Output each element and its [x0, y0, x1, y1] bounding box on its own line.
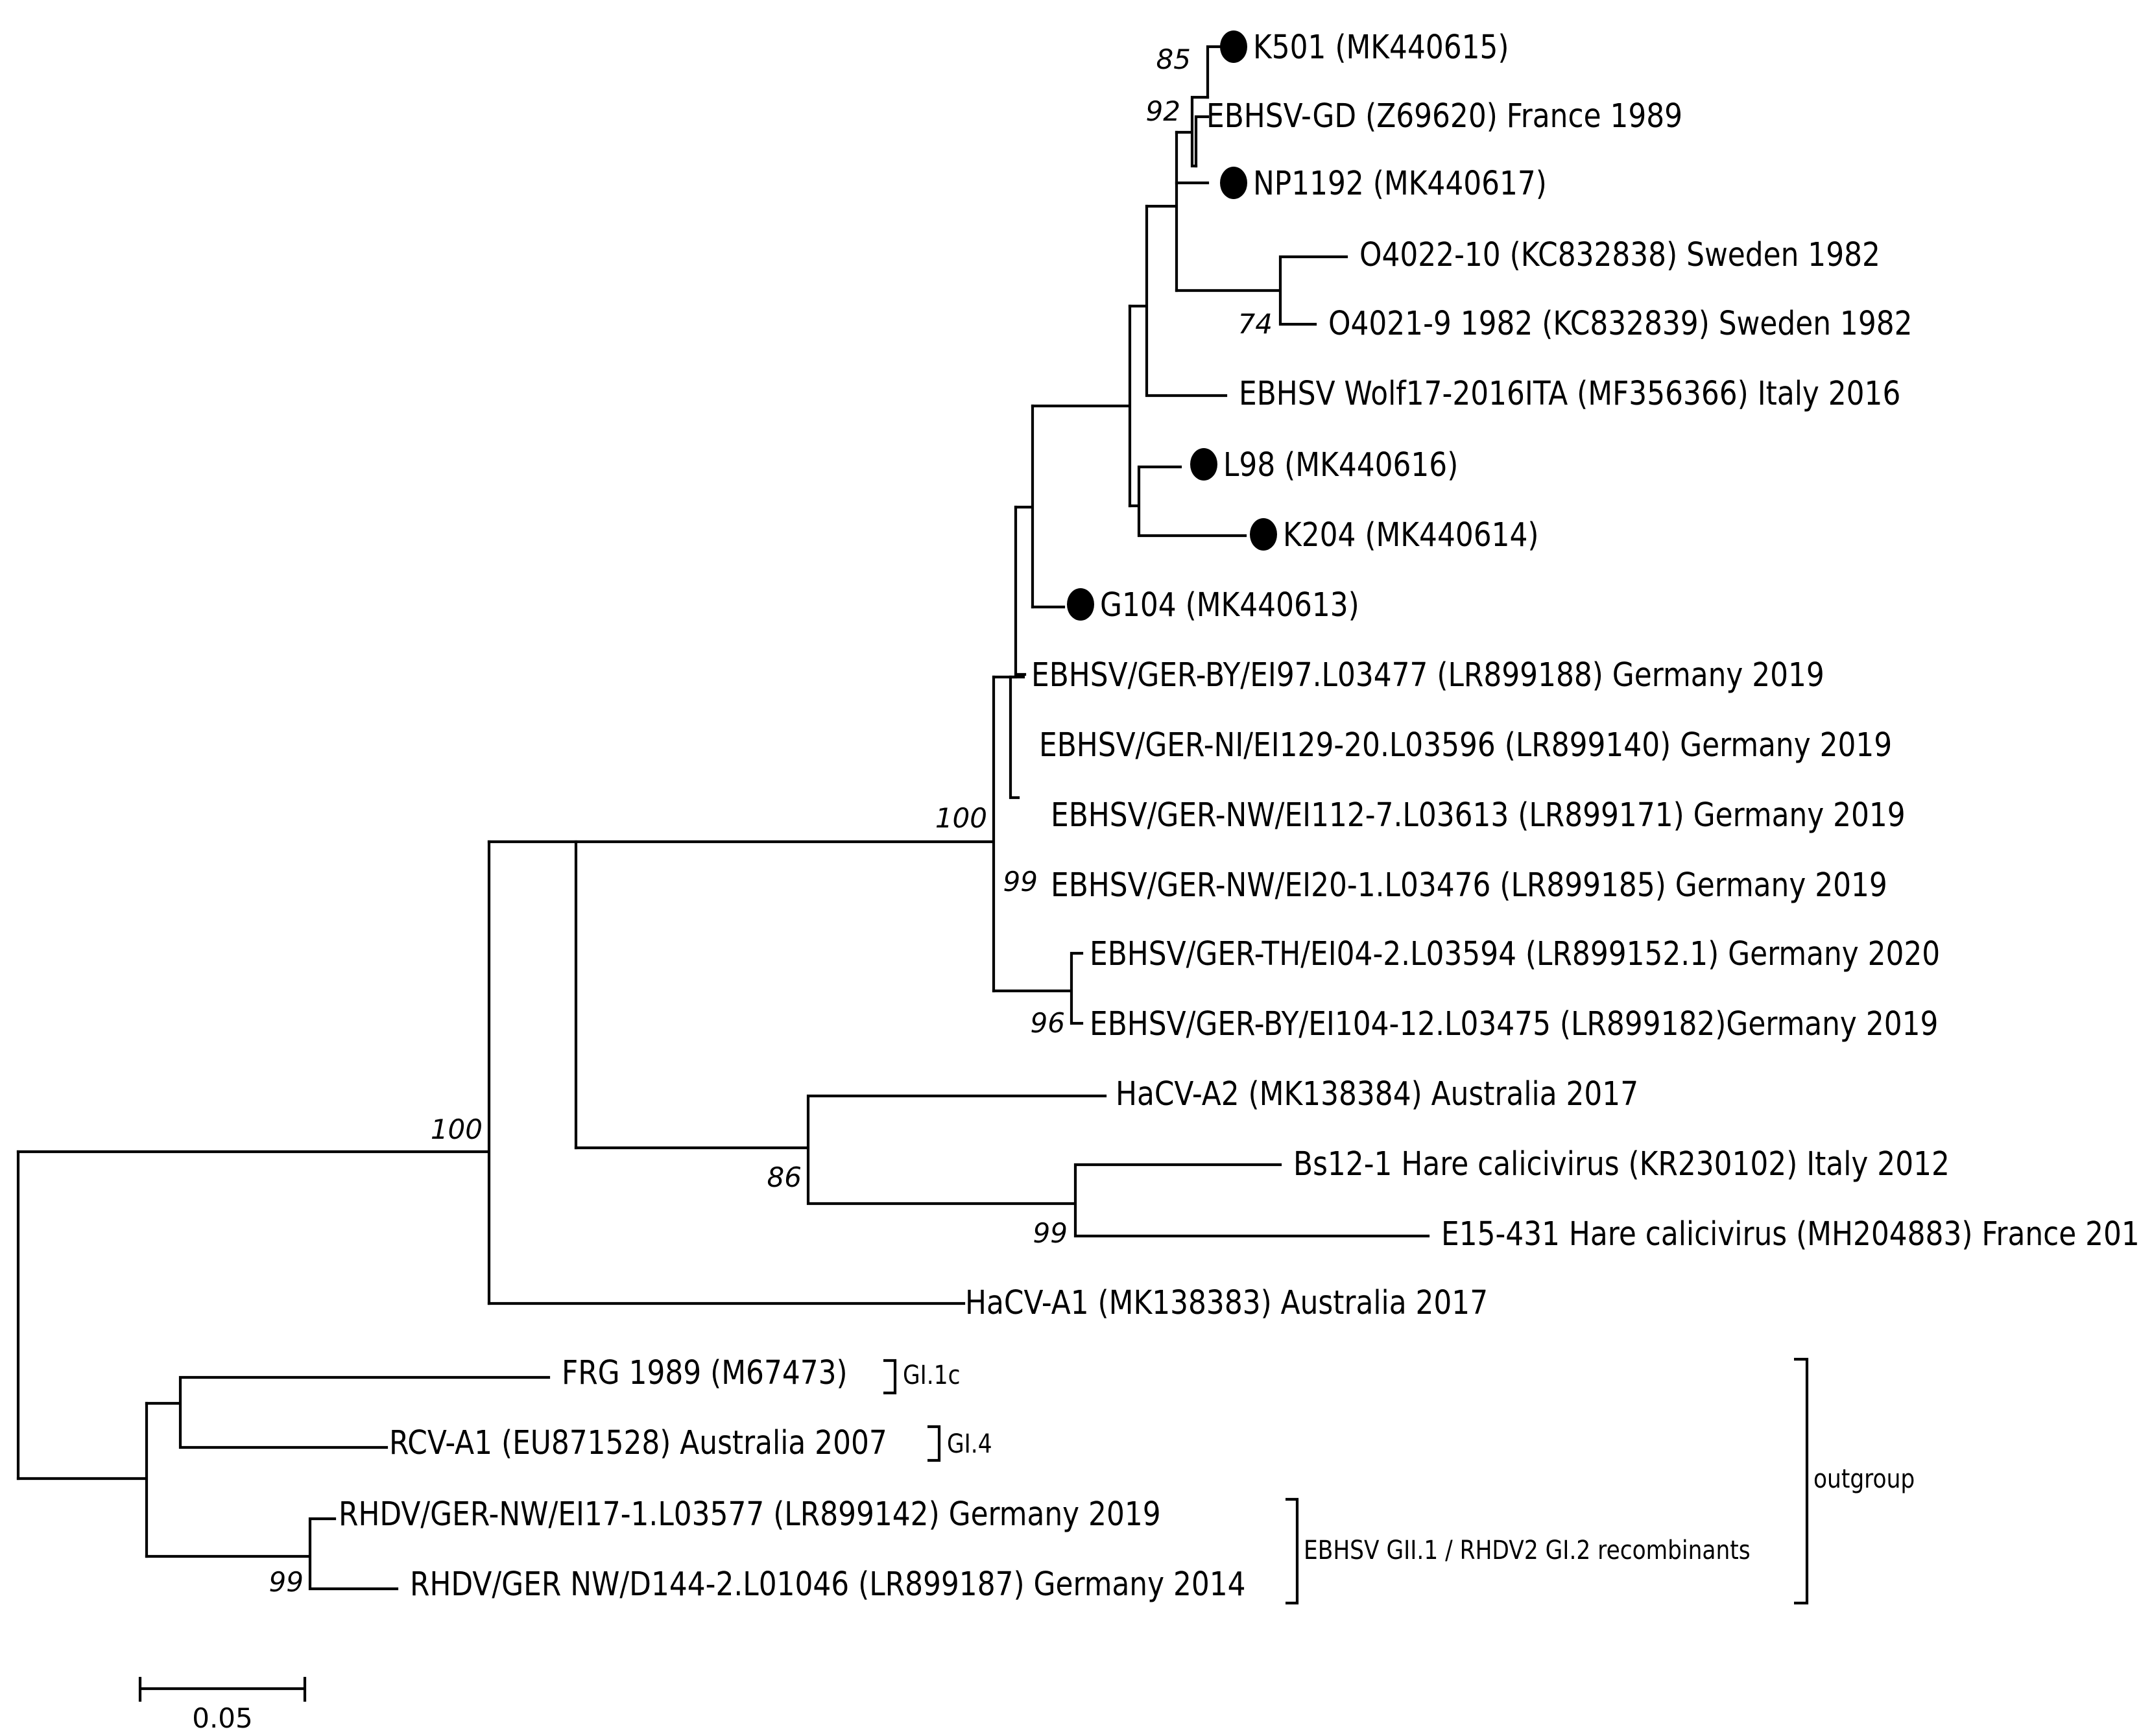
- branch-ger-pair: [992, 951, 1084, 1025]
- leaf-label-ebhsv-gd: EBHSV-GD (Z69620) France 1989: [1206, 97, 1682, 136]
- branch-outgroup: [16, 1401, 149, 1558]
- marker-dot-k501: [1220, 30, 1247, 63]
- leaf-label-k501: K501 (MK440615): [1253, 29, 1509, 67]
- branch-1756: [1128, 465, 1247, 538]
- bootstrap-86: 86: [767, 1161, 802, 1193]
- leaf-label-bs12: Bs12-1 Hare calicivirus (KR230102) Italy…: [1293, 1145, 1950, 1183]
- branch-upper: [1009, 505, 1027, 679]
- bracket-recombinants: [1286, 1497, 1299, 1605]
- bootstrap-96: 96: [1031, 1007, 1065, 1039]
- leaf-label-rhdv1: RHDV/GER-NW/EI17-1.L03577 (LR899142) Ger…: [339, 1495, 1161, 1534]
- bootstrap-92: 92: [1146, 95, 1180, 127]
- branch-ingroup: [16, 840, 491, 1305]
- leaf-label-frg: FRG 1989 (M67473): [562, 1354, 848, 1392]
- branch-rhdv: [145, 1517, 399, 1591]
- branch-1768: [1128, 204, 1228, 398]
- bootstrap-values: 85 92 74 100 99 96 100 86 99 99: [269, 43, 1273, 1598]
- branch-sweden: [1175, 255, 1348, 326]
- bootstrap-100-ebhsv: 100: [935, 802, 987, 834]
- group-label-gi1c: GI.1c: [903, 1359, 961, 1390]
- leaf-label-ei97: EBHSV/GER-BY/EI97.L03477 (LR899188) Germ…: [1031, 656, 1824, 695]
- leaf-label-ei104: EBHSV/GER-BY/EI104-12.L03475 (LR899182)G…: [1090, 1005, 1938, 1043]
- group-label-recombinants: EBHSV GII.1 / RHDV2 GI.2 recombinants: [1304, 1534, 1751, 1565]
- branch-ebhsv-hare: [487, 840, 578, 1150]
- scale-bar-label: 0.05: [192, 1702, 253, 1734]
- bootstrap-99-ger: 99: [1003, 866, 1038, 898]
- branch-node-1558: [992, 675, 1020, 800]
- group-brackets: GI.1c GI.4 EBHSV GII.1 / RHDV2 GI.2 reco…: [883, 1357, 1915, 1605]
- marker-dot-l98: [1190, 448, 1217, 481]
- leaf-label-ei129: EBHSV/GER-NI/EI129-20.L03596 (LR899140) …: [1039, 726, 1892, 765]
- leaf-label-e15: E15-431 Hare calicivirus (MH204883) Fran…: [1441, 1215, 2141, 1254]
- leaf-label-o4021: O4021-9 1982 (KC832839) Sweden 1982: [1328, 305, 1913, 343]
- scale-bar-line: [138, 1676, 307, 1702]
- leaf-label-hacv-a1: HaCV-A1 (MK138383) Australia 2017: [965, 1284, 1488, 1322]
- leaf-label-g104: G104 (MK440613): [1100, 586, 1359, 624]
- branch-upper-root: [1014, 404, 1035, 609]
- leaf-label-rcv: RCV-A1 (EU871528) Australia 2007: [389, 1424, 887, 1462]
- branch-1742: [1031, 304, 1132, 508]
- branch-ebhsv-gd: [1194, 115, 1210, 168]
- marker-dot-k204: [1250, 518, 1277, 551]
- branch-hare: [574, 1094, 1430, 1238]
- leaf-label-ei20: EBHSV/GER-NW/EI20-1.L03476 (LR899185) Ge…: [1051, 866, 1887, 905]
- bootstrap-74: 74: [1238, 308, 1273, 340]
- bracket-gi1c: [883, 1359, 897, 1395]
- bootstrap-100-ingroup: 100: [431, 1113, 483, 1145]
- bracket-outgroup: [1794, 1357, 1809, 1605]
- branch-1838: [1175, 95, 1210, 168]
- group-label-gi4: GI.4: [947, 1428, 992, 1458]
- branch-1814: [1145, 130, 1178, 292]
- leaf-labels: K501 (MK440615) EBHSV-GD (Z69620) France…: [339, 29, 2141, 1604]
- leaf-label-k204: K204 (MK440614): [1283, 516, 1539, 554]
- branch-k501: [1206, 45, 1221, 99]
- branch-frg-rcv: [145, 1375, 551, 1449]
- bootstrap-85: 85: [1156, 43, 1191, 75]
- leaf-label-np1192: NP1192 (MK440617): [1253, 165, 1547, 203]
- bootstrap-99-hare: 99: [1033, 1217, 1068, 1249]
- leaf-label-l98: L98 (MK440616): [1223, 446, 1458, 484]
- group-label-outgroup: outgroup: [1813, 1463, 1915, 1493]
- leaf-label-o4022: O4022-10 (KC832838) Sweden 1982: [1359, 236, 1880, 274]
- leaf-label-rhdv2: RHDV/GER NW/D144-2.L01046 (LR899187) Ger…: [410, 1565, 1246, 1604]
- tree-branches: [16, 95, 1430, 1702]
- sample-markers: [1067, 30, 1277, 621]
- leaf-label-ei04: EBHSV/GER-TH/EI04-2.L03594 (LR899152.1) …: [1090, 935, 1940, 973]
- bootstrap-99-rhdv: 99: [269, 1566, 304, 1598]
- leaf-label-wolf17: EBHSV Wolf17-2016ITA (MF356366) Italy 20…: [1239, 375, 1900, 413]
- leaf-label-hacv-a2: HaCV-A2 (MK138384) Australia 2017: [1116, 1075, 1638, 1113]
- bracket-gi4: [927, 1425, 941, 1462]
- branch-ebhsv-clade: [574, 675, 996, 993]
- marker-dot-g104: [1067, 588, 1094, 621]
- leaf-label-ei112: EBHSV/GER-NW/EI112-7.L03613 (LR899171) G…: [1051, 796, 1906, 835]
- marker-dot-np1192: [1220, 167, 1247, 199]
